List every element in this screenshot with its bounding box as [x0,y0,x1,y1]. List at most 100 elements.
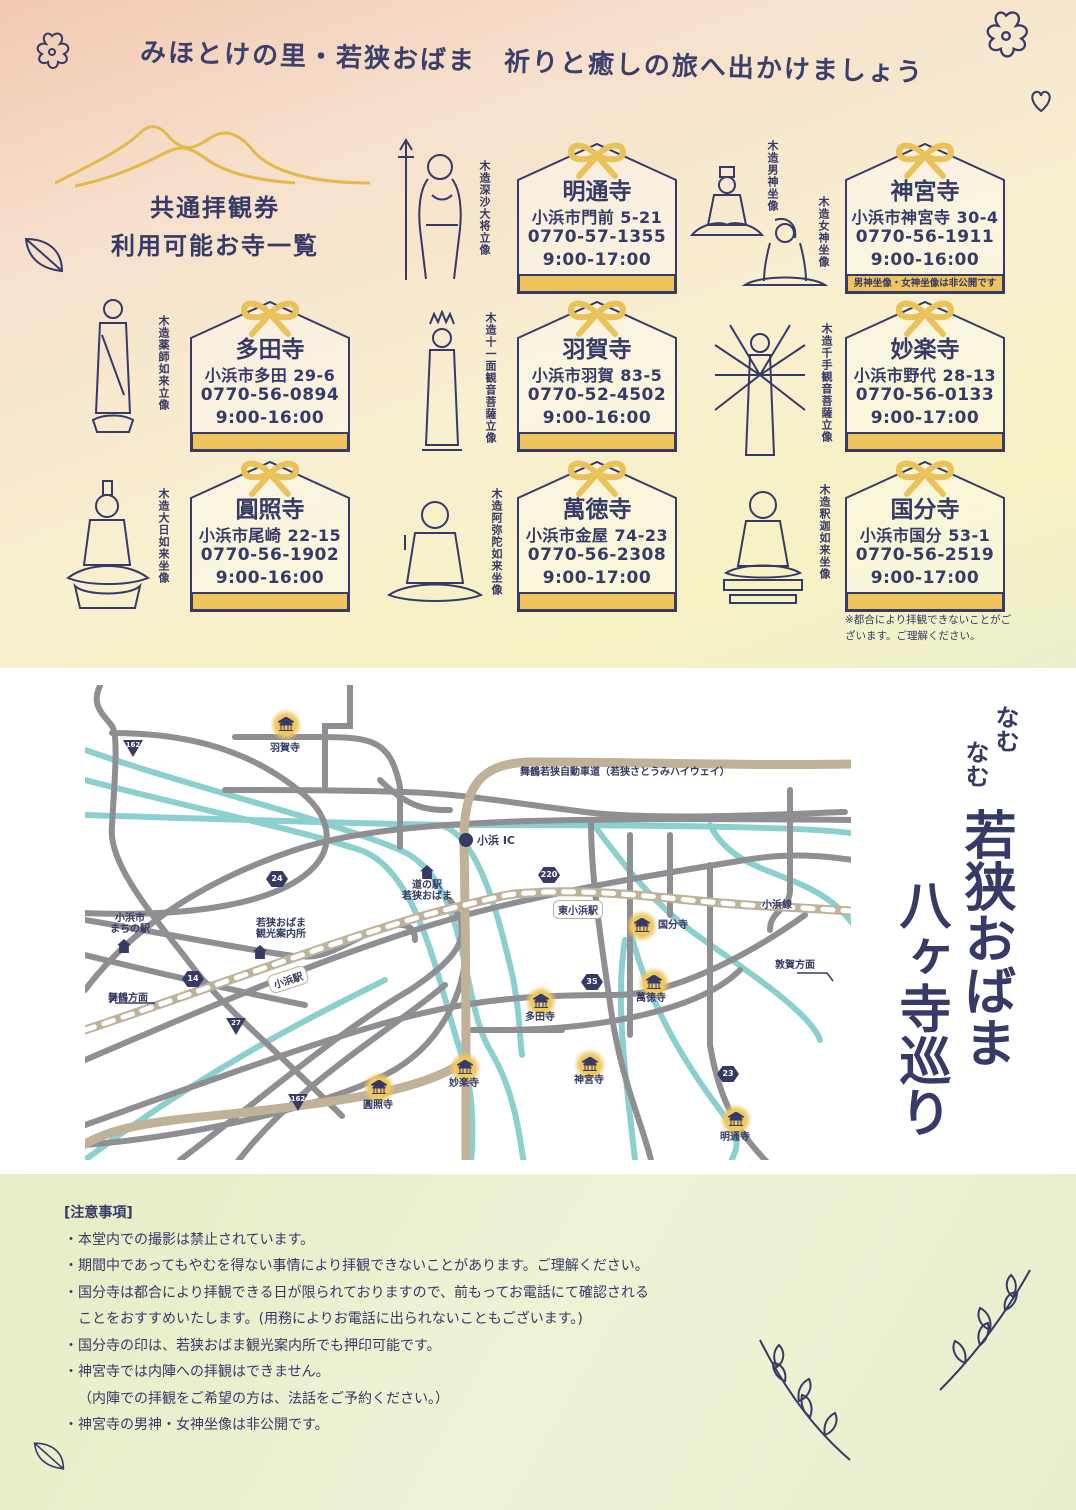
ema-plaque-frame [190,300,350,452]
temple-icon [278,717,294,731]
notes-section: [注意事項] ・本堂内での撮影は禁止されています。 ・期間中であってもやむを得な… [64,1200,649,1439]
ribbon-bow-icon [567,300,627,337]
temple-name: 神宮寺 [890,179,960,205]
tourist-info-label: 若狭おばま 観光案内所 [256,918,306,940]
ema-plaque-frame [517,460,677,612]
temple-pin-haga[interactable] [270,709,302,741]
area-map[interactable] [0,670,1076,1170]
obama-ic-label: 小浜 IC [477,834,515,847]
temple-pin-label: 羽賀寺 [270,743,300,754]
note-item: ・国分寺は都合により拝観できる日が限られておりますので、前もってお電話にて確認さ… [64,1284,649,1301]
note-item: ・神宮寺では内陣への拝観はできません。 [64,1364,330,1380]
temple-icon [457,1060,473,1074]
ema-plaque-frame [517,300,677,452]
temple-icon [646,975,662,989]
note-item: ・本堂内での撮影は禁止されています。 [64,1231,315,1248]
sakura-icon [36,32,70,69]
michi-no-eki-label: 道の駅 若狭おばま [402,880,452,902]
temple-phone[interactable]: 0770-56-1902 [200,545,340,565]
ribbon-bow-icon [895,142,955,179]
ema-plaque-frame [517,142,677,294]
statue-label-danshin: 木造男神坐像 [766,140,779,212]
temple-pin-myoraku[interactable] [449,1052,481,1084]
temple-phone[interactable]: 0770-57-1355 [527,227,667,247]
seated-dainichi-statue-illustration [66,480,150,609]
eleven-faced-kannon-statue-illustration [422,310,462,451]
statue-label-joshin: 木造女神坐像 [817,196,830,268]
leaf-icon [24,237,64,273]
to-tsuruga-label: 敦賀方面 [775,960,815,971]
temple-pin-label: 圓照寺 [363,1100,393,1111]
higashi-obama-station-label[interactable]: 東小浜駅 [553,900,603,919]
temple-phone[interactable]: 0770-56-1911 [855,227,995,247]
temple-name: 多田寺 [235,337,305,363]
route-14-marker: 14 [182,971,204,987]
temple-phone[interactable]: 0770-52-4502 [527,385,667,405]
temple-pin-myotsu[interactable] [720,1104,752,1136]
temple-hours: 9:00-16:00 [542,408,652,428]
temple-icon [533,994,549,1008]
temple-address: 小浜市門前 5-21 [531,208,663,227]
temple-pin-ensho[interactable] [363,1072,395,1104]
obama-line-label: 小浜線 [762,900,792,911]
temple-pin-tada[interactable] [525,986,557,1018]
temple-icon [371,1080,387,1094]
route-24-marker: 24 [266,871,288,887]
sakura-icon [986,11,1028,58]
note-item: ことをおすすめいたします。(用務によりお電話に出られないこともございます。) [78,1311,583,1327]
temple-phone[interactable]: 0770-56-0133 [855,385,995,405]
side-title-line2: 八ヶ寺巡り [890,878,951,1138]
machi-no-eki-label: 小浜市 まちの駅 [110,913,150,935]
seated-amida-statue-illustration [386,501,484,602]
statue-label-senju: 木造千手観音菩薩立像 [820,323,833,443]
temple-pin-label: 妙楽寺 [449,1078,479,1089]
temple-pin-label: 神宮寺 [574,1075,604,1086]
subtitle-line2: 利用可能お寺一覧 [111,232,319,260]
temple-hours: 9:00-17:00 [542,250,652,270]
to-maizuru-label: 舞鶴方面 [108,993,148,1004]
temple-address: 小浜市金屋 74-23 [525,526,669,545]
header-background [0,0,1076,668]
ema-plaque-frame [190,460,350,612]
ema-plaque-frame [845,300,1005,452]
statue-label-yakushi: 木造薬師如来立像 [157,315,170,411]
temple-pin-label: 国分寺 [658,920,688,931]
temple-phone[interactable]: 0770-56-2519 [855,545,995,565]
ema-plaque-frame [845,142,1005,294]
temple-phone[interactable]: 0770-56-2308 [527,545,667,565]
branch-icon [759,1339,851,1461]
ribbon-bow-icon [240,460,300,497]
seated-shaka-statue-illustration [723,491,803,604]
statue-label-shaka: 木造釈迦如来坐像 [818,484,831,580]
note-item: （内陣での拝観をご希望の方は、法話をご予約ください。） [78,1390,449,1407]
temple-address: 小浜市野代 28-13 [853,366,997,385]
temple-note: 男神坐像・女神坐像は非公開です [853,278,997,289]
temple-pin-mantoku[interactable] [638,967,670,999]
mountain-illustration [55,125,371,188]
temple-hours: 9:00-16:00 [870,250,980,270]
temple-icon [634,918,650,932]
temple-phone[interactable]: 0770-56-0894 [200,385,340,405]
temple-pin-kokubun[interactable] [626,910,658,942]
temple-name: 羽賀寺 [562,337,632,363]
temple-name: 萬徳寺 [562,497,632,523]
notes-heading: [注意事項] [64,1205,133,1221]
heart-petal-icon [1031,90,1051,113]
side-title-namu1: なむ [991,705,1020,753]
notes-background [0,1174,1076,1510]
temple-address: 小浜市多田 29-6 [204,366,336,385]
roadside-station-icon [420,865,434,879]
temple-pin-jingu[interactable] [574,1049,606,1081]
temple-address: 小浜市神宮寺 30-4 [851,208,999,227]
seated-female-deity-statue-illustration [741,218,829,286]
temple-icon [728,1112,744,1126]
thousand-armed-kannon-statue-illustration [714,324,806,456]
temple-pin-label: 萬徳寺 [636,993,666,1004]
obama-ic-marker [459,833,473,847]
